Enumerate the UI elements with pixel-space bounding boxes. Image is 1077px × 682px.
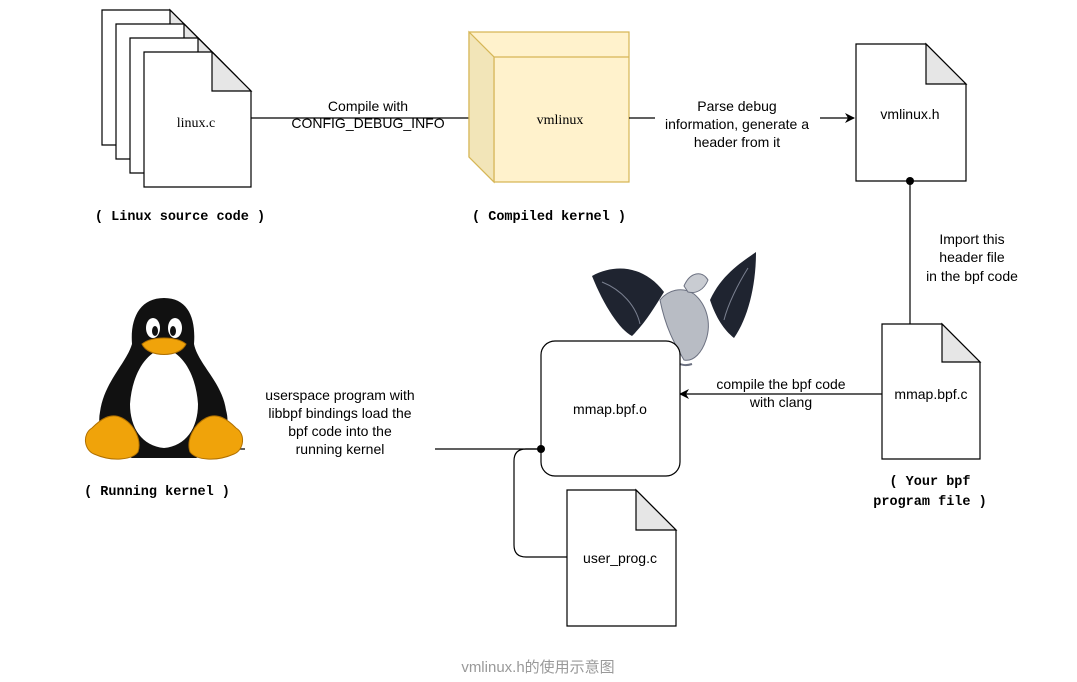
- your-bpf-caption-1: ( Your bpf: [889, 475, 970, 490]
- load-label-1: userspace program with: [265, 387, 414, 403]
- mmap-bpf-c-label: mmap.bpf.c: [894, 386, 967, 402]
- compiled-kernel-caption: ( Compiled kernel ): [472, 210, 626, 225]
- mmap-bpf-o-label: mmap.bpf.o: [573, 401, 647, 417]
- load-label-3: bpf code into the: [288, 423, 392, 439]
- compile-label-1: Compile with: [328, 98, 408, 114]
- load-label-2: libbpf bindings load the: [268, 405, 411, 421]
- parse-label-2: information, generate a: [665, 116, 809, 132]
- import-label-3: in the bpf code: [926, 268, 1018, 284]
- clang-label-2: with clang: [749, 394, 812, 410]
- user-prog-c-label: user_prog.c: [583, 550, 657, 566]
- import-dot: [906, 177, 914, 185]
- vmlinux-cube: vmlinux: [468, 30, 630, 184]
- load-label-bg: [245, 384, 435, 462]
- linux-source-files: linux.c: [101, 8, 253, 188]
- vmlinux-label: vmlinux: [537, 113, 584, 128]
- llvm-dragon-icon: [592, 252, 756, 366]
- your-bpf-caption-2: program file ): [873, 495, 986, 510]
- parse-label-3: header from it: [694, 134, 780, 150]
- tux-penguin-icon: [85, 298, 243, 460]
- running-kernel-caption: ( Running kernel ): [84, 485, 230, 500]
- parse-label-1: Parse debug: [697, 98, 776, 114]
- compile-label-2: CONFIG_DEBUG_INFO: [291, 115, 444, 131]
- parse-label-bg: [655, 98, 820, 154]
- import-label-bg: [925, 228, 1030, 286]
- mmap-bpf-o-node: [540, 340, 681, 477]
- import-label-2: header file: [939, 249, 1005, 265]
- vmlinux-h-file: vmlinux.h: [855, 42, 968, 182]
- vmlinux-h-label: vmlinux.h: [880, 106, 939, 122]
- load-label-4: running kernel: [296, 441, 385, 457]
- mmap-bpf-c-file: mmap.bpf.c: [881, 322, 982, 460]
- user-prog-connector: [513, 448, 567, 558]
- import-label-1: Import this: [939, 231, 1004, 247]
- linux-c-label: linux.c: [177, 116, 216, 131]
- user-prog-c-file: user_prog.c: [566, 488, 678, 627]
- clang-label-1: compile the bpf code: [716, 376, 845, 392]
- figure-caption: vmlinux.h的使用示意图: [461, 658, 614, 676]
- linux-source-caption: ( Linux source code ): [95, 210, 265, 225]
